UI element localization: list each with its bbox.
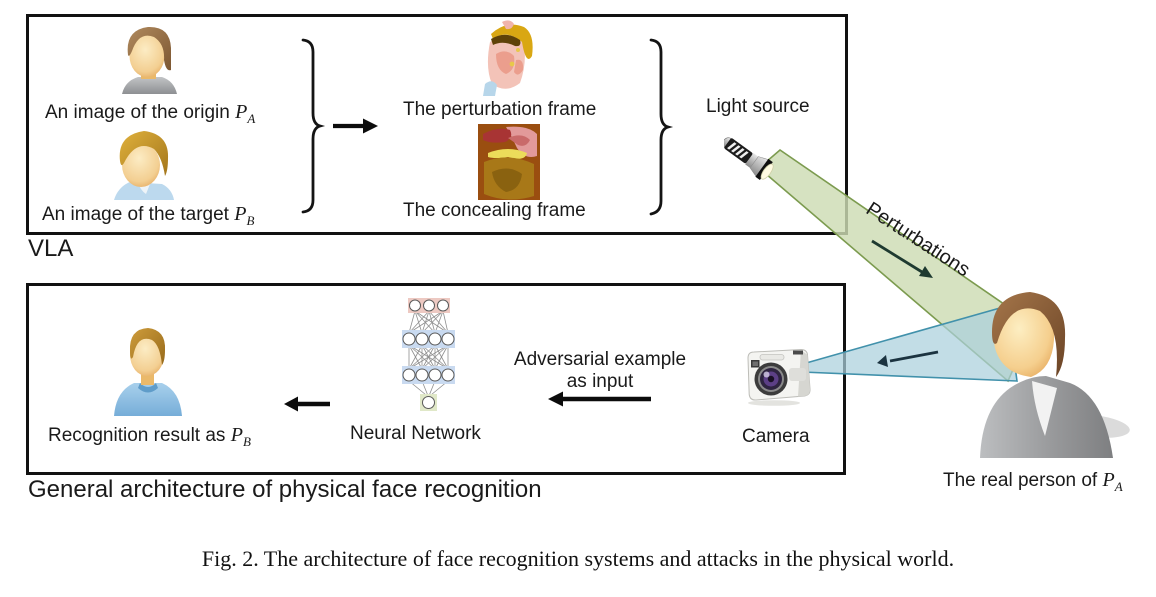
camera-label: Camera <box>742 426 810 447</box>
result-caption-text: Recognition result as <box>48 425 231 446</box>
target-caption-var: P <box>234 203 247 225</box>
real-person-icon <box>980 292 1130 458</box>
perturbation-frame-caption: The perturbation frame <box>403 99 597 120</box>
concealing-frame-caption: The concealing frame <box>403 200 586 221</box>
real-person-caption-sub: A <box>1114 478 1123 494</box>
origin-image-caption: An image of the origin PA <box>45 101 255 127</box>
recognition-box <box>26 283 846 475</box>
vla-box <box>26 14 848 235</box>
brace-icon <box>301 38 326 214</box>
target-caption-text: An image of the target <box>42 204 235 225</box>
right-arrow-icon <box>333 118 378 134</box>
concealing-frame-image <box>478 124 540 200</box>
vla-box-tag: VLA <box>28 235 74 262</box>
perturbation-frame-image <box>483 20 533 96</box>
recognition-box-tag: General architecture of physical face re… <box>28 476 542 503</box>
adversarial-line1: Adversarial example <box>513 349 687 370</box>
result-person-icon <box>114 328 182 416</box>
target-caption-sub: B <box>246 212 255 228</box>
target-face-icon <box>114 131 174 200</box>
adversarial-line2: as input <box>566 370 634 392</box>
neural-network-icon <box>402 298 455 411</box>
result-caption-sub: B <box>242 433 251 449</box>
real-person-caption-var: P <box>1102 469 1115 491</box>
left-arrow-icon <box>548 391 651 407</box>
real-person-caption: The real person of PA <box>943 469 1123 495</box>
origin-caption-var: P <box>235 101 248 123</box>
adversarial-example-label: Adversarial example as input <box>500 349 700 393</box>
brace-icon <box>649 38 674 216</box>
left-arrow-icon <box>284 396 330 412</box>
figure-caption: Fig. 2. The architecture of face recogni… <box>201 546 955 571</box>
perturbation-direction-arrow <box>871 239 933 278</box>
capture-direction-arrow <box>877 350 939 367</box>
light-source-label: Light source <box>706 96 810 117</box>
origin-caption-text: An image of the origin <box>45 102 236 123</box>
result-caption-var: P <box>230 424 243 446</box>
origin-caption-sub: A <box>247 110 256 126</box>
flashlight-icon <box>724 137 774 180</box>
recognition-result-caption: Recognition result as PB <box>48 424 251 450</box>
camera-icon <box>747 348 811 406</box>
origin-face-icon <box>122 26 177 94</box>
neural-network-label: Neural Network <box>350 423 481 444</box>
real-person-caption-text: The real person of <box>943 470 1103 491</box>
target-image-caption: An image of the target PB <box>42 203 254 229</box>
